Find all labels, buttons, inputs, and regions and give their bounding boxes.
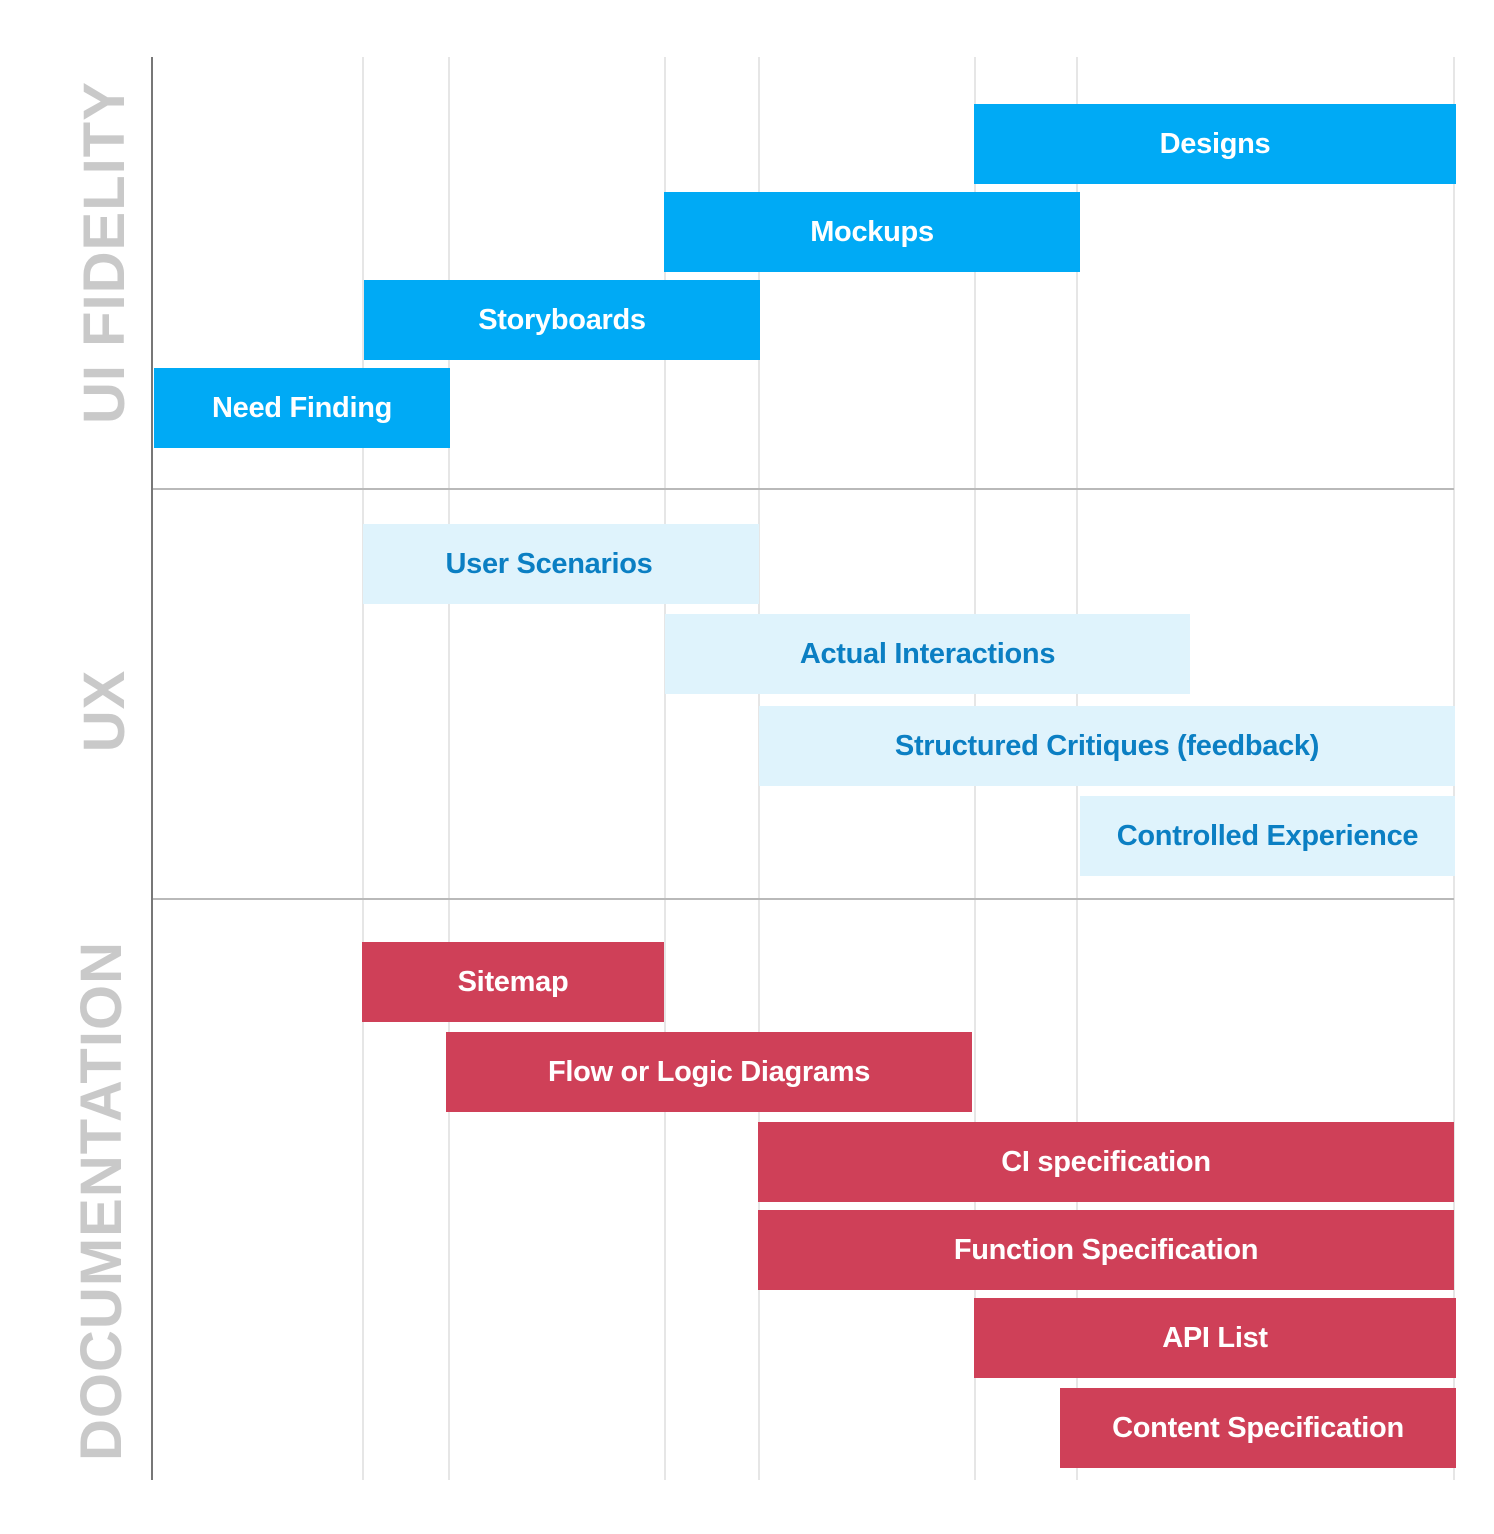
section-divider xyxy=(153,488,1454,490)
bar-mockups: Mockups xyxy=(664,192,1080,272)
bar-controlled-experience: Controlled Experience xyxy=(1080,796,1455,876)
bar-ci-specification: CI specification xyxy=(758,1122,1454,1202)
bar-flow-logic-diagrams: Flow or Logic Diagrams xyxy=(446,1032,972,1112)
section-divider xyxy=(153,898,1454,900)
bar-api-list: API List xyxy=(974,1298,1456,1378)
gridline xyxy=(448,57,450,1480)
section-label-ui-fidelity: UI FIDELITY xyxy=(72,81,137,424)
gridline xyxy=(362,57,364,1480)
section-label-ux: UX xyxy=(72,669,137,753)
bar-storyboards: Storyboards xyxy=(364,280,760,360)
vertical-axis xyxy=(151,57,153,1480)
bar-sitemap: Sitemap xyxy=(362,942,664,1022)
bar-need-finding: Need Finding xyxy=(154,368,450,448)
bar-designs: Designs xyxy=(974,104,1456,184)
bar-function-specification: Function Specification xyxy=(758,1210,1454,1290)
bar-actual-interactions: Actual Interactions xyxy=(665,614,1190,694)
gridline xyxy=(664,57,666,1480)
section-label-documentation: DOCUMENTATION xyxy=(69,941,134,1461)
bar-structured-critiques: Structured Critiques (feedback) xyxy=(759,706,1455,786)
bar-content-specification: Content Specification xyxy=(1060,1388,1456,1468)
bar-user-scenarios: User Scenarios xyxy=(363,524,759,604)
